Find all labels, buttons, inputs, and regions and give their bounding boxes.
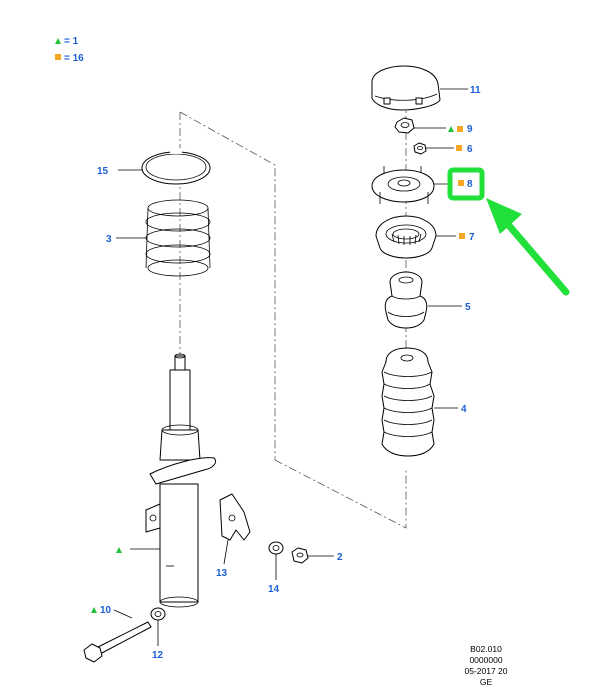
drawing-code: B02.010 0000000 05-2017 20 GE bbox=[464, 644, 507, 687]
small-nut-part bbox=[413, 142, 427, 155]
callout-8-square-icon bbox=[458, 180, 464, 186]
callout-6: 6 bbox=[467, 144, 473, 155]
callout-15: 15 bbox=[97, 166, 109, 177]
drawing-code-line-3: 05-2017 20 bbox=[464, 666, 507, 676]
callout-9-triangle-icon bbox=[448, 126, 454, 132]
legend-triangle-icon bbox=[55, 38, 61, 44]
bearing-part bbox=[375, 215, 437, 259]
legend-square-text: = 16 bbox=[64, 53, 84, 64]
pointer-arrow-icon bbox=[486, 198, 570, 296]
coil-spring-part bbox=[145, 199, 211, 277]
top-mount-part bbox=[371, 166, 435, 204]
callout-9-square-icon bbox=[457, 126, 463, 132]
legend-square-icon bbox=[55, 54, 61, 60]
small-washer-part bbox=[150, 607, 166, 621]
leader-lines bbox=[113, 88, 468, 646]
legend: = 1 = 16 bbox=[55, 36, 84, 64]
washer-part bbox=[268, 541, 284, 555]
spring-seat-ring-part bbox=[141, 148, 211, 185]
highlight-box bbox=[447, 167, 485, 201]
drawing-code-line-1: B02.010 bbox=[470, 644, 502, 654]
bolt-part bbox=[83, 621, 152, 663]
strut-triangle-icon bbox=[116, 547, 122, 553]
callout-10-triangle-icon bbox=[91, 607, 97, 613]
callout-7-square-icon bbox=[459, 233, 465, 239]
drawing-code-line-4: GE bbox=[480, 677, 493, 687]
nut-part bbox=[394, 117, 415, 134]
callout-3: 3 bbox=[106, 234, 112, 245]
legend-triangle-text: = 1 bbox=[64, 36, 79, 47]
bracket-part bbox=[219, 493, 251, 541]
dust-boot-part bbox=[381, 347, 435, 457]
callout-8: 8 bbox=[467, 179, 473, 190]
callout-4: 4 bbox=[461, 404, 467, 415]
callout-11: 11 bbox=[470, 85, 481, 96]
callout-14: 14 bbox=[268, 584, 280, 595]
callouts: 11 9 6 8 7 5 4 15 3 2 13 14 10 12 bbox=[91, 85, 485, 661]
top-cap-part bbox=[371, 65, 441, 111]
bump-stop-part bbox=[384, 271, 428, 329]
callout-9: 9 bbox=[467, 124, 473, 135]
callout-5: 5 bbox=[465, 302, 471, 313]
callout-10: 10 bbox=[100, 605, 112, 616]
callout-7: 7 bbox=[469, 232, 475, 243]
callout-13: 13 bbox=[216, 568, 228, 579]
flange-nut-part bbox=[291, 547, 309, 564]
strut-part bbox=[145, 353, 217, 608]
drawing-code-line-2: 0000000 bbox=[469, 655, 502, 665]
callout-6-square-icon bbox=[456, 145, 462, 151]
callout-12: 12 bbox=[152, 650, 164, 661]
callout-2: 2 bbox=[337, 552, 343, 563]
